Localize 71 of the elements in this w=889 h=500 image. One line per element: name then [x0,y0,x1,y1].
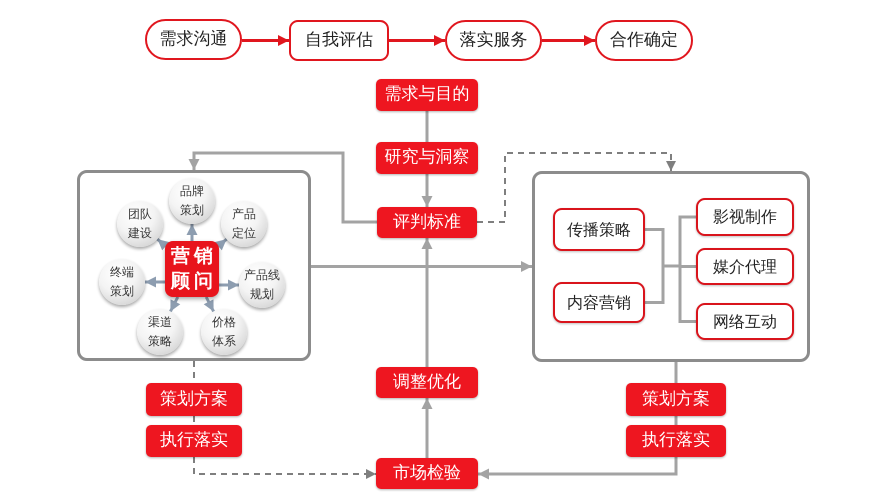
arrow [422,174,432,207]
core-label: 营销顾问 [170,244,218,294]
connector-line [674,362,678,383]
arrow [478,457,678,480]
topic-label: 终端策划 [109,264,135,300]
stage-label: 市场检验 [393,462,461,484]
topic-label: 团队建设 [127,206,153,242]
service-box [696,198,794,236]
connector-line [645,228,664,266]
stage-label: 调整优化 [393,372,461,394]
arrow [186,224,198,241]
connector-line [678,216,696,266]
service-label: 影视制作 [713,207,777,227]
arrow [188,152,377,224]
arrow [169,296,180,312]
service-label: 内容营销 [567,292,631,312]
service-box [696,248,794,285]
stage-label: 执行落实 [160,430,228,452]
service-box [553,282,645,323]
arrow [242,35,289,46]
dashed-connector-line [193,416,195,425]
service-box [696,303,794,340]
stage-box [146,425,242,457]
arrow [145,276,165,288]
arrow [219,280,239,290]
stage-box [377,207,477,238]
stage-label: 策划方案 [160,388,228,410]
connector-line [674,416,678,425]
connector-line [678,266,696,323]
step-label: 合作确定 [610,30,678,52]
arrow [389,35,445,46]
topic-label: 价格体系 [211,314,237,350]
stage-label: 需求与目的 [384,84,470,106]
stage-box [376,142,478,174]
stage-label: 评判标准 [393,212,461,234]
step-label: 自我评估 [305,30,373,52]
stage-label: 研究与洞察 [384,147,470,169]
service-label: 传播策略 [567,220,631,240]
dashed-arrow [477,152,676,223]
service-label: 媒介代理 [713,256,777,276]
step-box [145,19,242,60]
topic-label: 品牌策划 [179,183,205,219]
arrow [422,238,432,367]
connector-line [426,111,428,142]
stage-label: 执行落实 [642,430,710,452]
arrow [311,261,532,272]
arrow [204,296,215,312]
stage-box [376,458,478,489]
stage-label: 策划方案 [642,388,710,410]
group-panel [77,170,311,361]
arrow [156,238,170,250]
stage-box [626,383,726,416]
dashed-arrow [193,457,376,479]
group-panel [532,171,810,362]
step-label: 需求沟通 [160,28,228,50]
stage-box [626,425,726,457]
service-box [553,208,645,251]
topic-label: 产品线规划 [243,267,281,303]
service-label: 网络互动 [713,312,777,332]
topic-label: 产品定位 [231,206,257,242]
step-box [595,20,693,61]
arrow [422,398,432,458]
topic-label: 渠道策略 [147,314,173,350]
step-box [289,20,389,61]
step-label: 落实服务 [460,30,528,52]
stage-box [376,79,478,111]
arrow [214,238,228,250]
stage-box [146,383,242,416]
stage-box [376,367,478,398]
step-box [445,20,542,61]
arrow [542,35,595,46]
